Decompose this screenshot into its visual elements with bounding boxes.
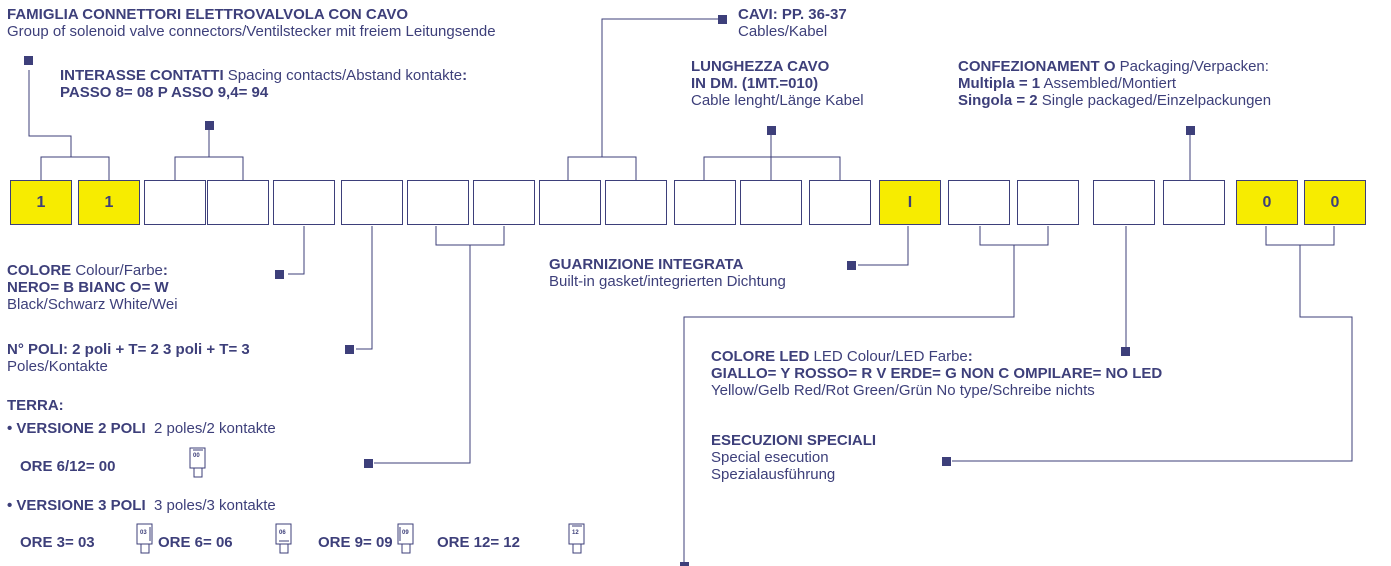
v2-block: • VERSIONE 2 POLI 2 poles/2 kontakte bbox=[7, 420, 276, 437]
v2-icon-label: 00 bbox=[193, 453, 200, 459]
colore-block: COLORE Colour/Farbe: NERO= B BIANC O= W … bbox=[7, 262, 178, 313]
code-box-9 bbox=[539, 180, 601, 225]
led-title: COLORE LED bbox=[711, 348, 810, 365]
code-box-4 bbox=[207, 180, 269, 225]
colore-title: COLORE bbox=[7, 262, 72, 279]
esecuzioni-line2: Spezialausführung bbox=[711, 466, 836, 483]
v3-ore3: ORE 3= 03 bbox=[20, 534, 95, 551]
v2-ore: ORE 6/12= 00 bbox=[20, 458, 116, 475]
interasse-desc: Spacing contacts/Abstand kontakte bbox=[227, 67, 463, 84]
interasse-values: PASSO 8= 08 P ASSO 9,4= 94 bbox=[60, 84, 269, 101]
led-line-end-icon bbox=[680, 562, 689, 566]
singola-desc: Single packaged/Einzelpackungen bbox=[1041, 92, 1272, 109]
led-translation: Yellow/Gelb Red/Rot Green/Grün No type/S… bbox=[711, 382, 1095, 399]
colore-marker-icon bbox=[275, 270, 284, 279]
code-box-12 bbox=[740, 180, 802, 225]
cavi-title: CAVI: PP. 36-37 bbox=[738, 6, 847, 23]
interasse-block: INTERASSE CONTATTI Spacing contacts/Abst… bbox=[60, 67, 467, 101]
esecuzioni-marker-icon bbox=[942, 457, 951, 466]
interasse-colon: : bbox=[462, 67, 468, 84]
v3-icon6-label: 06 bbox=[279, 530, 286, 536]
colore-values: NERO= B BIANC O= W bbox=[7, 279, 169, 296]
confezionamento-marker-icon bbox=[1186, 126, 1195, 135]
led-colon: : bbox=[967, 348, 973, 365]
code-box-16 bbox=[1017, 180, 1079, 225]
v3-ore9: ORE 9= 09 bbox=[318, 534, 393, 551]
code-box-20: 0 bbox=[1304, 180, 1366, 225]
guarnizione-title: GUARNIZIONE INTEGRATA bbox=[549, 256, 744, 273]
interasse-title: INTERASSE CONTATTI bbox=[60, 67, 224, 84]
multipla-desc: Assembled/Montiert bbox=[1043, 75, 1177, 92]
code-box-5 bbox=[273, 180, 335, 225]
colore-desc: Colour/Farbe bbox=[75, 262, 163, 279]
colore-translation: Black/Schwarz White/Wei bbox=[7, 296, 178, 313]
family-block: FAMIGLIA CONNETTORI ELETTROVALVOLA CON C… bbox=[7, 6, 496, 40]
multipla-label: Multipla = 1 bbox=[958, 75, 1041, 92]
lunghezza-line1: LUNGHEZZA CAVO bbox=[691, 58, 830, 75]
v2-title: • VERSIONE 2 POLI bbox=[7, 420, 146, 437]
guarnizione-block: GUARNIZIONE INTEGRATA Built-in gasket/in… bbox=[549, 256, 786, 290]
code-box-3 bbox=[144, 180, 206, 225]
cavi-marker-icon bbox=[718, 15, 727, 24]
led-values: GIALLO= Y ROSSO= R V ERDE= G NON C OMPIL… bbox=[711, 365, 1163, 382]
code-box-19: 0 bbox=[1236, 180, 1298, 225]
code-box-13 bbox=[809, 180, 871, 225]
lunghezza-desc: Cable lenght/Länge Kabel bbox=[691, 92, 864, 109]
code-box-11 bbox=[674, 180, 736, 225]
code-box-17 bbox=[1093, 180, 1155, 225]
led-marker-icon bbox=[1121, 347, 1130, 356]
cavi-subtitle: Cables/Kabel bbox=[738, 23, 828, 40]
code-box-2: 1 bbox=[78, 180, 140, 225]
singola-label: Singola = 2 bbox=[958, 92, 1038, 109]
led-desc: LED Colour/LED Farbe bbox=[813, 348, 968, 365]
v3-title: • VERSIONE 3 POLI bbox=[7, 497, 146, 514]
code-box-6 bbox=[341, 180, 403, 225]
poli-block: N° POLI: 2 poli + T= 2 3 poli + T= 3 Pol… bbox=[7, 341, 250, 375]
code-box-15 bbox=[948, 180, 1010, 225]
terra-title: TERRA: bbox=[7, 397, 64, 414]
esecuzioni-block: ESECUZIONI SPECIALI Special esecution Sp… bbox=[711, 432, 876, 483]
v3-ore12: ORE 12= 12 bbox=[437, 534, 520, 551]
v2-desc: 2 poles/2 kontakte bbox=[153, 420, 276, 437]
family-title: FAMIGLIA CONNETTORI ELETTROVALVOLA CON C… bbox=[7, 6, 409, 23]
cavi-block: CAVI: PP. 36-37 Cables/Kabel bbox=[738, 6, 847, 40]
confezionamento-title: CONFEZIONAMENT O bbox=[958, 58, 1116, 75]
poli-marker-icon bbox=[345, 345, 354, 354]
interasse-marker-icon bbox=[205, 121, 214, 130]
led-block: COLORE LED LED Colour/LED Farbe: GIALLO=… bbox=[711, 348, 1162, 399]
code-box-10 bbox=[605, 180, 667, 225]
code-box-8 bbox=[473, 180, 535, 225]
lunghezza-line2: IN DM. (1MT.=010) bbox=[691, 75, 819, 92]
family-subtitle: Group of solenoid valve connectors/Venti… bbox=[7, 23, 496, 40]
family-marker-icon bbox=[24, 56, 33, 65]
colore-colon: : bbox=[162, 262, 168, 279]
poli-desc: Poles/Kontakte bbox=[7, 358, 108, 375]
v3-ore6: ORE 6= 06 bbox=[158, 534, 233, 551]
code-box-7 bbox=[407, 180, 469, 225]
code-box-14: I bbox=[879, 180, 941, 225]
v3-block: • VERSIONE 3 POLI 3 poles/3 kontakte bbox=[7, 497, 276, 514]
lunghezza-marker-icon bbox=[767, 126, 776, 135]
code-box-1: 1 bbox=[10, 180, 72, 225]
v3-icon12-label: 12 bbox=[572, 530, 579, 536]
esecuzioni-line1: Special esecution bbox=[711, 449, 829, 466]
guarnizione-marker-icon bbox=[847, 261, 856, 270]
code-box-18 bbox=[1163, 180, 1225, 225]
v3-icon3-label: 03 bbox=[140, 530, 147, 536]
confezionamento-block: CONFEZIONAMENT O Packaging/Verpacken: Mu… bbox=[958, 58, 1271, 109]
v3-icon9-label: 09 bbox=[402, 530, 409, 536]
lunghezza-block: LUNGHEZZA CAVO IN DM. (1MT.=010) Cable l… bbox=[691, 58, 864, 109]
confezionamento-desc: Packaging/Verpacken: bbox=[1119, 58, 1269, 75]
versione-marker-icon bbox=[364, 459, 373, 468]
v3-desc: 3 poles/3 kontakte bbox=[153, 497, 276, 514]
poli-title: N° POLI: 2 poli + T= 2 3 poli + T= 3 bbox=[7, 341, 250, 358]
esecuzioni-title: ESECUZIONI SPECIALI bbox=[711, 432, 877, 449]
guarnizione-desc: Built-in gasket/integrierten Dichtung bbox=[549, 273, 786, 290]
